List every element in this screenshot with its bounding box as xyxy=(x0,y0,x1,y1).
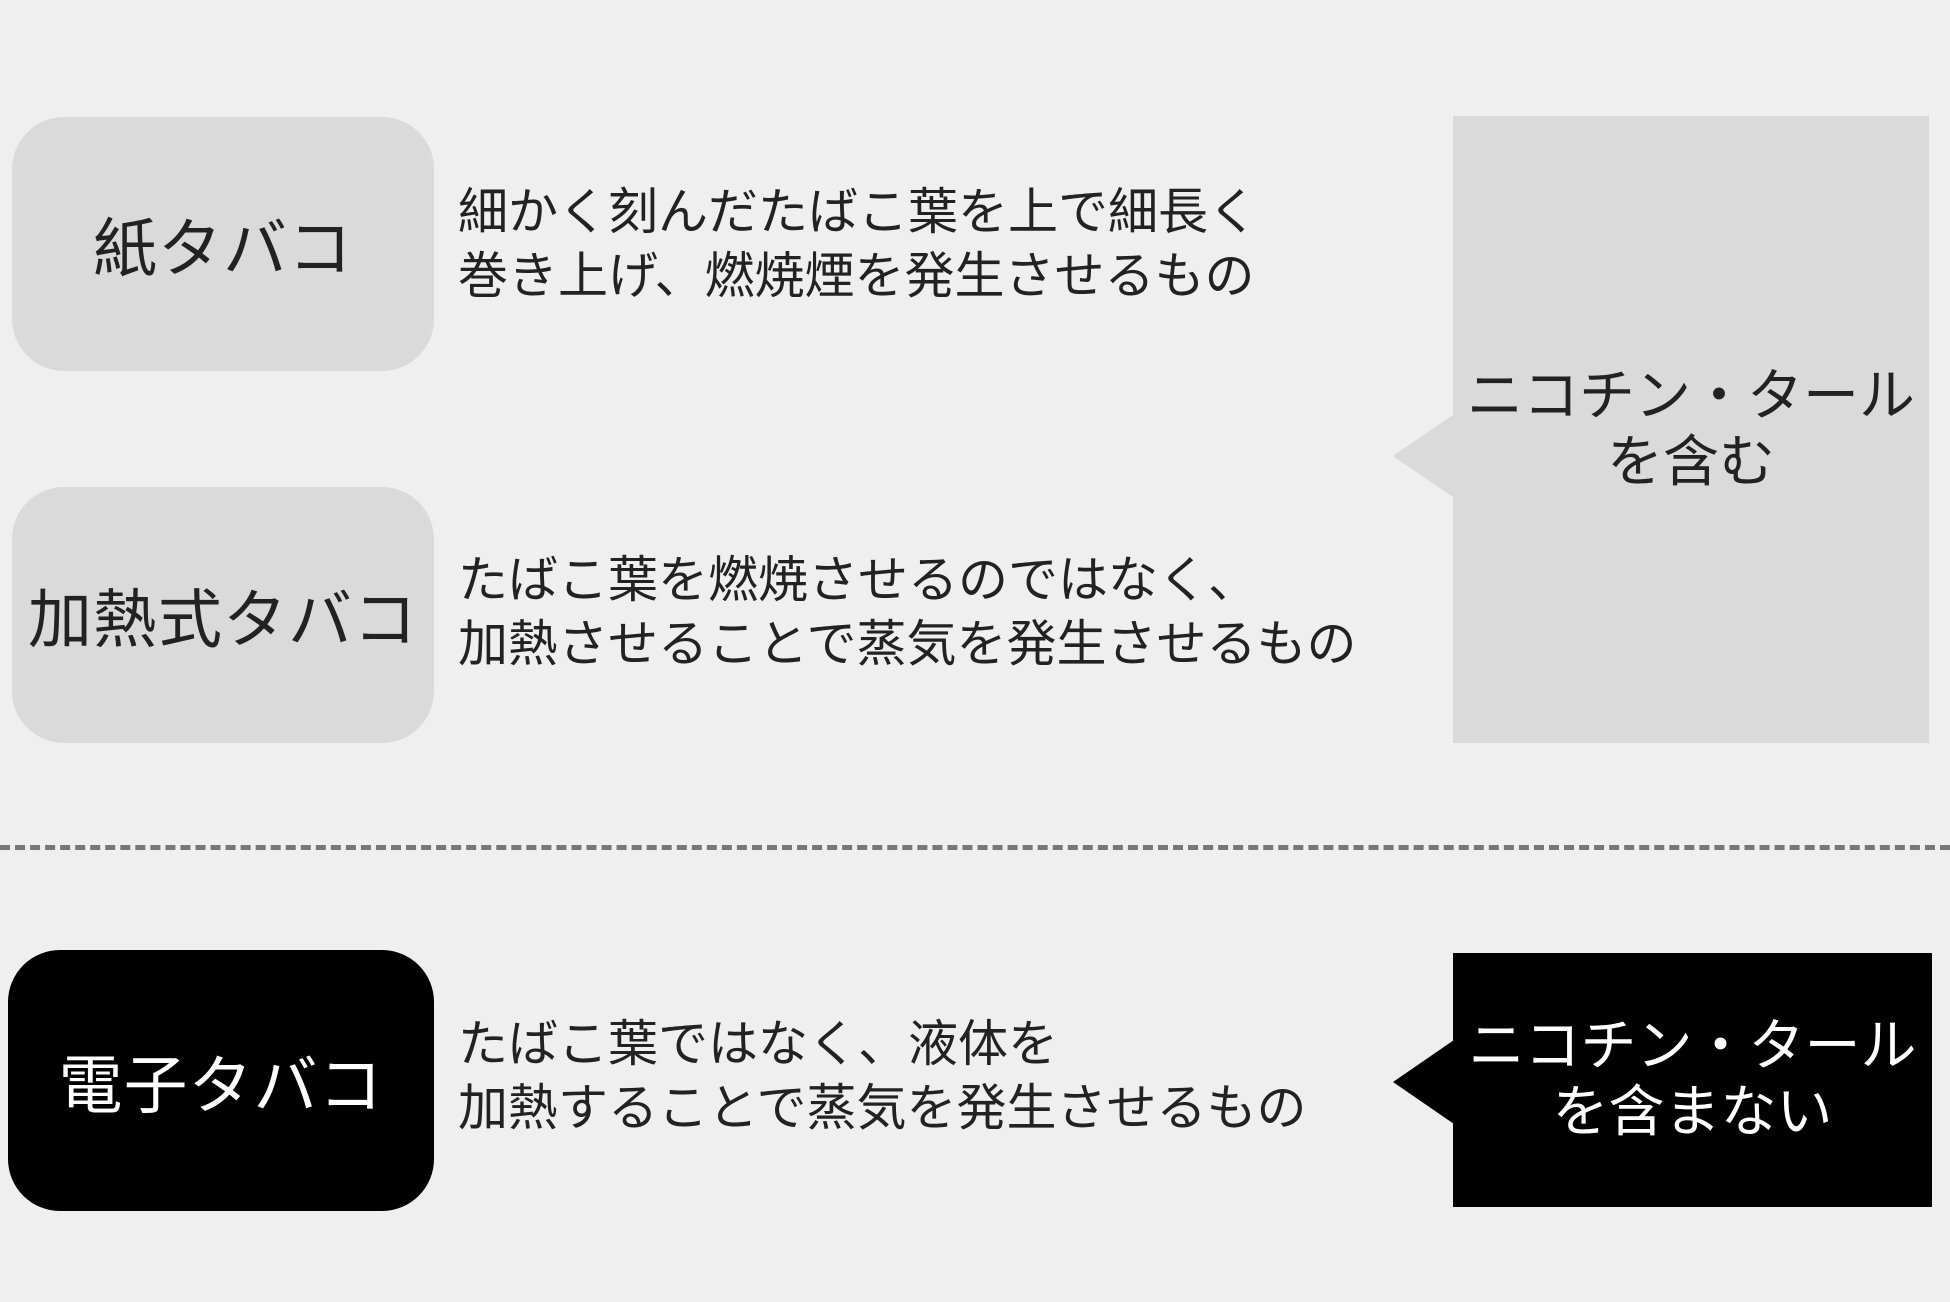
callout-line: ニコチン・タール xyxy=(1467,363,1915,429)
category-box-kami-tabako: 紙タバコ xyxy=(12,117,434,371)
callout-pointer xyxy=(1393,1040,1454,1124)
description-line: たばこ葉を燃焼させるのではなく、 xyxy=(458,551,1258,609)
callout-line: ニコチン・タール xyxy=(1468,1014,1917,1079)
description-line: 細かく刻んだたばこ葉を上で細長く xyxy=(458,183,1258,241)
description-line: たばこ葉ではなく、液体を xyxy=(458,1015,1058,1073)
description-line: 巻き上げ、燃焼煙を発生させるもの xyxy=(458,247,1255,305)
description-line: 加熱することで蒸気を発生させるもの xyxy=(458,1079,1307,1137)
dashed-divider xyxy=(0,845,1950,850)
callout-not-contains-nicotine-tar: ニコチン・タール を含まない xyxy=(1453,953,1932,1207)
callout-contains-nicotine-tar: ニコチン・タール を含む xyxy=(1453,116,1929,743)
category-description: たばこ葉を燃焼させるのではなく、 加熱させることで蒸気を発生させるもの xyxy=(458,548,1357,676)
category-description: 細かく刻んだたばこ葉を上で細長く 巻き上げ、燃焼煙を発生させるもの xyxy=(458,180,1258,308)
callout-line: を含まない xyxy=(1552,1080,1833,1145)
category-box-denshi-tabako: 電子タバコ xyxy=(8,950,434,1211)
description-line: 加熱させることで蒸気を発生させるもの xyxy=(458,615,1357,673)
category-label: 加熱式タバコ xyxy=(28,584,418,658)
category-label: 紙タバコ xyxy=(93,213,353,287)
callout-line: を含む xyxy=(1607,429,1775,495)
category-label: 電子タバコ xyxy=(58,1049,384,1124)
callout-pointer xyxy=(1393,414,1454,498)
category-description: たばこ葉ではなく、液体を 加熱することで蒸気を発生させるもの xyxy=(458,1012,1307,1140)
category-box-kanetsushiki-tabako: 加熱式タバコ xyxy=(12,487,434,743)
